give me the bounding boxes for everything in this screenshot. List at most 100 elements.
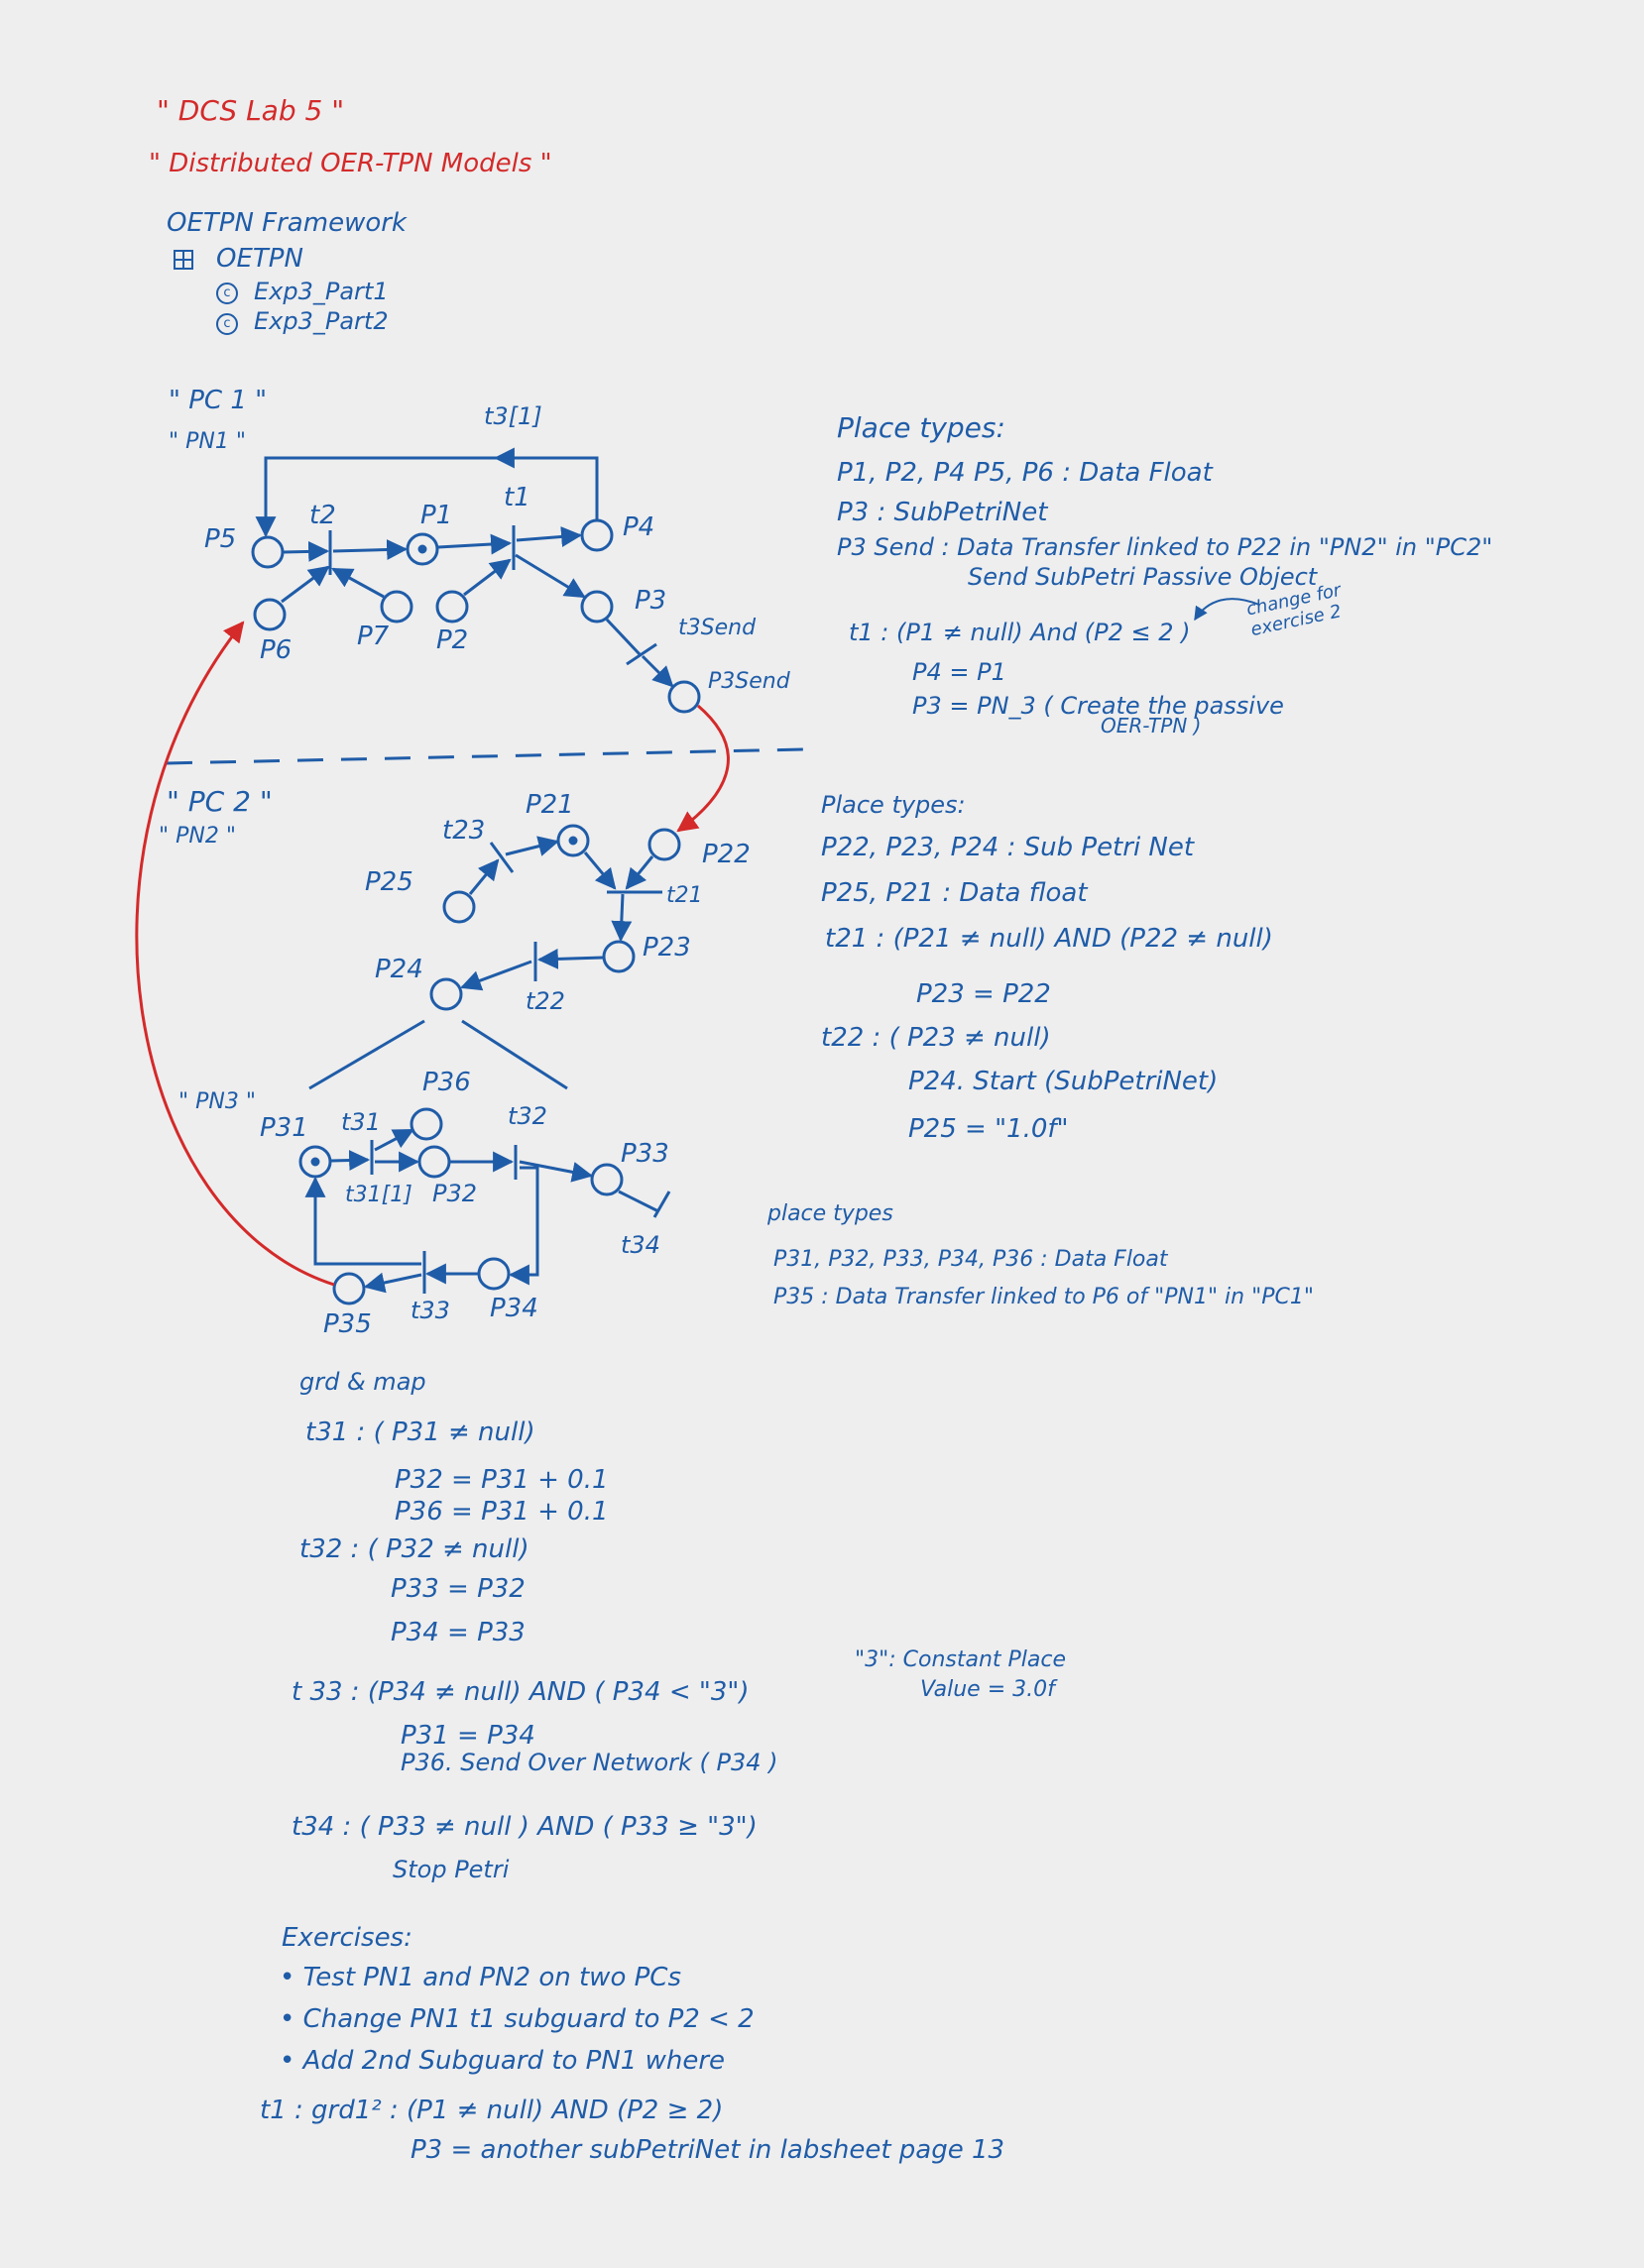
transition-t3send [626,642,657,666]
pc1-place-types-heading: Place types: [837,411,1005,444]
pn1-label: " PN1 " [169,429,246,454]
lab-subtitle: " Distributed OER-TPN Models " [149,149,552,178]
t31-map: P32 = P31 + 0.1 [395,1465,609,1495]
tree-item-part1: Exp3_Part1 [254,278,389,305]
label-t3send: t3Send [678,616,757,640]
tree-item-part2: Exp3_Part2 [254,307,389,335]
label-p23: P23 [643,933,691,963]
exercise-t1-grd: t1 : grd1² : (P1 ≠ null) AND (P2 ≥ 2) [260,2096,724,2125]
label-p25: P25 [365,867,413,897]
label-p21: P21 [526,790,574,820]
exercise-text: Change PN1 t1 subguard to P2 < 2 [302,2004,755,2034]
t1-guard: t1 : (P1 ≠ null) And (P2 ≤ 2 ) [849,619,1191,646]
pn3-net [298,1107,671,1305]
pn2-label: " PN2 " [159,824,236,849]
pc1-note-line: P1, P2, P4 P5, P6 : Data Float [837,458,1213,488]
t1-map: P3 = PN_3 ( Create the passive [912,692,1284,720]
label-p3: P3 [635,586,666,616]
p3send-to-p22-link [676,704,730,833]
token [310,1157,320,1167]
place-p32 [417,1145,451,1179]
place-p35 [332,1272,366,1305]
constant-note: "3": Constant Place [855,1647,1067,1672]
pc-separator [166,747,804,765]
pc1-label: " PC 1 " [169,386,267,415]
place-p3 [580,590,614,624]
exercise-text: Add 2nd Subguard to PN1 where [302,2046,726,2076]
place-p22 [647,828,681,861]
label-p31: P31 [260,1113,308,1143]
t31-map: P36 = P31 + 0.1 [395,1497,609,1527]
label-p6: P6 [260,635,292,665]
t1-map: P4 = P1 [912,658,1006,686]
place-p24 [429,977,463,1011]
pn3-note-line: P31, P32, P33, P34, P36 : Data Float [773,1247,1168,1272]
t33-map: P31 = P34 [401,1721,535,1751]
label-p36: P36 [422,1068,471,1097]
label-t32: t32 [508,1102,547,1130]
label-t34: t34 [621,1231,660,1259]
pc1-note-line: P3 : SubPetriNet [837,498,1048,527]
label-t22: t22 [526,987,565,1015]
pn3-place-types-heading: place types [767,1201,893,1226]
pn2-net [308,824,681,1090]
label-t23: t23 [442,816,485,846]
package-icon [174,250,193,270]
t22-map: P24. Start (SubPetriNet) [908,1067,1219,1096]
place-p3send [667,680,701,714]
token [417,544,427,554]
label-p32: P32 [432,1180,477,1207]
label-p7: P7 [357,622,390,651]
t22-map: P25 = "1.0f" [908,1114,1069,1144]
label-t3: t3[1] [484,402,542,430]
place-p34 [477,1257,511,1291]
exercise-t1-map: P3 = another subPetriNet in labsheet pag… [411,2135,1005,2165]
label-p22: P22 [702,840,751,869]
pc1-note-line: Send SubPetri Passive Object [968,563,1318,591]
framework-label: OETPN Framework [167,208,407,238]
t21-guard: t21 : (P21 ≠ null) AND (P22 ≠ null) [825,924,1273,954]
pc2-note-line: P22, P23, P24 : Sub Petri Net [821,833,1195,862]
label-p24: P24 [375,955,423,984]
label-p5: P5 [204,524,236,554]
place-p4 [580,518,614,552]
transition-t34 [652,1191,671,1218]
constant-note: Value = 3.0f [920,1677,1055,1702]
class-icon: c [216,313,238,335]
pc2-note-line: P25, P21 : Data float [821,878,1088,908]
t32-guard: t32 : ( P32 ≠ null) [299,1534,529,1564]
t33-guard: t 33 : (P34 ≠ null) AND ( P34 < "3") [292,1677,750,1707]
t33-map: P36. Send Over Network ( P34 ) [401,1749,778,1776]
place-p33 [590,1163,624,1196]
grd-map-heading: grd & map [299,1368,426,1396]
label-p33: P33 [621,1139,669,1169]
p35-to-p6-link [135,621,335,1287]
place-p5 [251,535,285,569]
t34-guard: t34 : ( P33 ≠ null ) AND ( P33 ≥ "3") [292,1812,758,1842]
t21-map: P23 = P22 [916,979,1051,1009]
pc2-place-types-heading: Place types: [821,791,966,819]
t32-map: P34 = P33 [391,1618,526,1647]
label-t21: t21 [666,883,703,908]
exercises-heading: Exercises: [282,1923,412,1953]
change-note-arrow [1194,598,1260,622]
transition-t23 [489,842,515,873]
place-p2 [435,590,469,624]
place-p23 [602,940,636,973]
t32-map: P33 = P32 [391,1574,526,1604]
exercise-item: • Test PN1 and PN2 on two PCs [280,1963,681,1992]
label-p4: P4 [623,512,654,542]
place-p7 [380,590,413,624]
t1-map: OER-TPN ) [1101,714,1202,737]
pn1-net [251,447,701,714]
label-p2: P2 [436,625,468,655]
label-p35: P35 [323,1309,372,1339]
label-p34: P34 [490,1294,538,1323]
label-t33: t33 [411,1297,450,1324]
t31-guard: t31 : ( P31 ≠ null) [305,1418,535,1447]
label-t1: t1 [504,483,530,512]
exercise-item: • Change PN1 t1 subguard to P2 < 2 [280,2004,755,2034]
place-p6 [253,598,287,631]
pn3-label: " PN3 " [178,1089,256,1114]
